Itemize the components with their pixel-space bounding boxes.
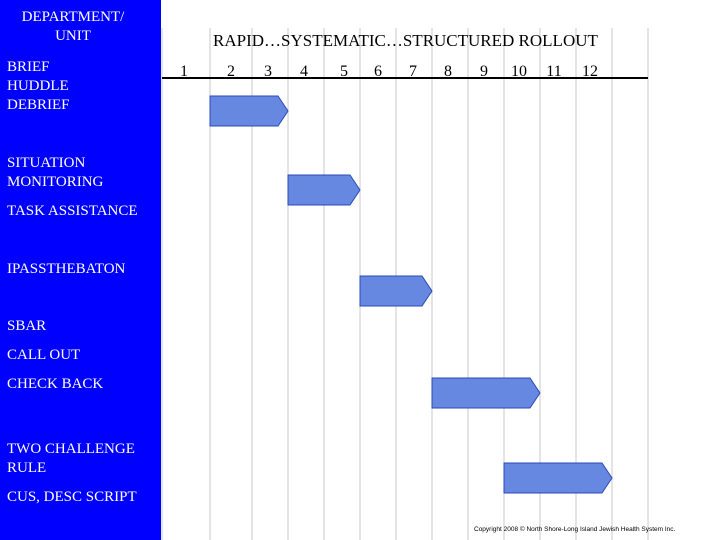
chart-title: RAPID…SYSTEMATIC…STRUCTURED ROLLOUT	[213, 31, 598, 50]
sidebar-item-ipassthebaton: IPASSTHEBATON	[7, 261, 126, 277]
column-number-1: 1	[180, 63, 188, 80]
sidebar-item-situation-monitoring: SITUATION MONITORING	[7, 155, 104, 190]
sidebar-item-two-challenge-rule: TWO CHALLENGE RULE	[7, 441, 135, 476]
sidebar-item-task-assistance: TASK ASSISTANCE	[7, 203, 138, 219]
bar-situation-monitoring	[287, 174, 361, 206]
column-number-10: 10	[511, 63, 527, 80]
sidebar-item-cus-desc-script: CUS, DESC SCRIPT	[7, 489, 137, 505]
column-number-2: 2	[227, 63, 235, 80]
column-number-9: 9	[480, 63, 488, 80]
grid-lines	[161, 28, 649, 540]
copyright-notice: Copyright 2008 © North Shore-Long Island…	[474, 526, 676, 533]
sidebar-item-check-back: CHECK BACK	[7, 376, 104, 392]
column-number-5: 5	[340, 63, 348, 80]
bar-two-challenge-rule	[503, 462, 613, 494]
rollout-bars	[209, 95, 613, 494]
column-number-12: 12	[582, 63, 598, 80]
sidebar-item-brief-huddle-debrief: BRIEF HUDDLE DEBRIEF	[7, 59, 70, 113]
column-number-6: 6	[374, 63, 382, 80]
column-number-7: 7	[409, 63, 417, 80]
column-number-8: 8	[444, 63, 452, 80]
sidebar-item-call-out: CALL OUT	[7, 347, 81, 363]
column-number-3: 3	[264, 63, 272, 80]
bar-ipassthebaton	[359, 275, 433, 307]
sidebar: DEPARTMENT/ UNIT BRIEF HUDDLE DEBRIEF SI…	[0, 0, 161, 540]
sidebar-item-sbar: SBAR	[7, 318, 47, 334]
column-number-4: 4	[300, 63, 308, 80]
bar-check-back	[431, 377, 541, 409]
department-unit-heading: DEPARTMENT/ UNIT	[21, 9, 125, 44]
column-number-11: 11	[546, 63, 561, 80]
bar-brief-huddle-debrief	[209, 95, 289, 127]
